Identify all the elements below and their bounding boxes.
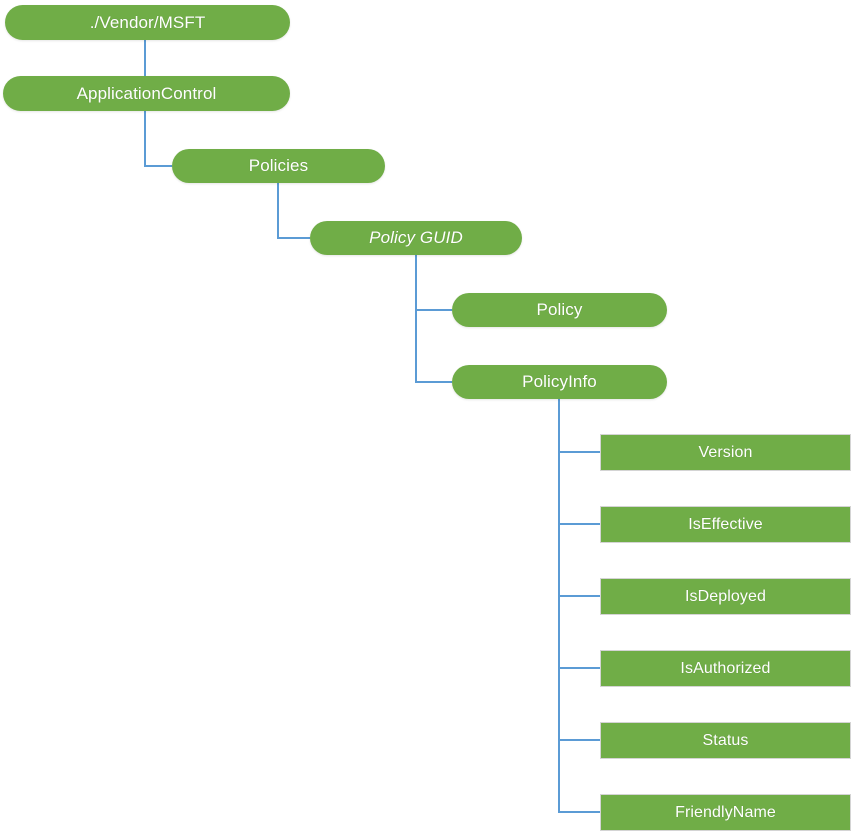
connector-policyguid-to-policy bbox=[415, 255, 452, 311]
node-is-authorized[interactable]: IsAuthorized bbox=[600, 650, 851, 687]
node-vendor-msft[interactable]: ./Vendor/MSFT bbox=[5, 5, 290, 40]
node-status[interactable]: Status bbox=[600, 722, 851, 759]
node-is-deployed[interactable]: IsDeployed bbox=[600, 578, 851, 615]
connector-policies-to-policyguid bbox=[277, 183, 310, 239]
node-label-policies: Policies bbox=[248, 156, 309, 175]
node-policy-info[interactable]: PolicyInfo bbox=[452, 365, 667, 399]
node-version[interactable]: Version bbox=[600, 434, 851, 471]
connector-policyinfo-to-isauthorized bbox=[558, 399, 600, 669]
node-friendly-name[interactable]: FriendlyName bbox=[600, 794, 851, 831]
node-label-application-control: ApplicationControl bbox=[76, 83, 217, 103]
node-policies[interactable]: Policies bbox=[172, 149, 385, 183]
connector-policyguid-to-policyinfo bbox=[415, 255, 452, 383]
node-label-is-authorized: IsAuthorized bbox=[680, 659, 771, 677]
connector-policyinfo-to-friendlyname bbox=[558, 399, 600, 813]
node-label-status: Status bbox=[702, 731, 749, 749]
connector-policyinfo-to-version bbox=[558, 399, 600, 453]
node-label-policy-info: PolicyInfo bbox=[522, 372, 597, 391]
node-label-policy-guid: Policy GUID bbox=[369, 228, 463, 247]
node-application-control[interactable]: ApplicationControl bbox=[3, 76, 290, 111]
node-label-vendor-msft: ./Vendor/MSFT bbox=[89, 12, 206, 32]
connector-policyinfo-to-isdeployed bbox=[558, 399, 600, 597]
connector-appcontrol-to-policies bbox=[144, 111, 172, 167]
node-label-is-deployed: IsDeployed bbox=[684, 587, 767, 605]
node-policy[interactable]: Policy bbox=[452, 293, 667, 327]
node-label-is-effective: IsEffective bbox=[688, 515, 763, 533]
node-label-friendly-name: FriendlyName bbox=[675, 803, 776, 821]
node-label-policy: Policy bbox=[536, 300, 583, 319]
connector-policyinfo-to-iseffective bbox=[558, 399, 600, 525]
connector-policyinfo-to-status bbox=[558, 399, 600, 741]
node-policy-guid[interactable]: Policy GUID bbox=[310, 221, 522, 255]
node-label-version: Version bbox=[698, 443, 753, 461]
node-is-effective[interactable]: IsEffective bbox=[600, 506, 851, 543]
